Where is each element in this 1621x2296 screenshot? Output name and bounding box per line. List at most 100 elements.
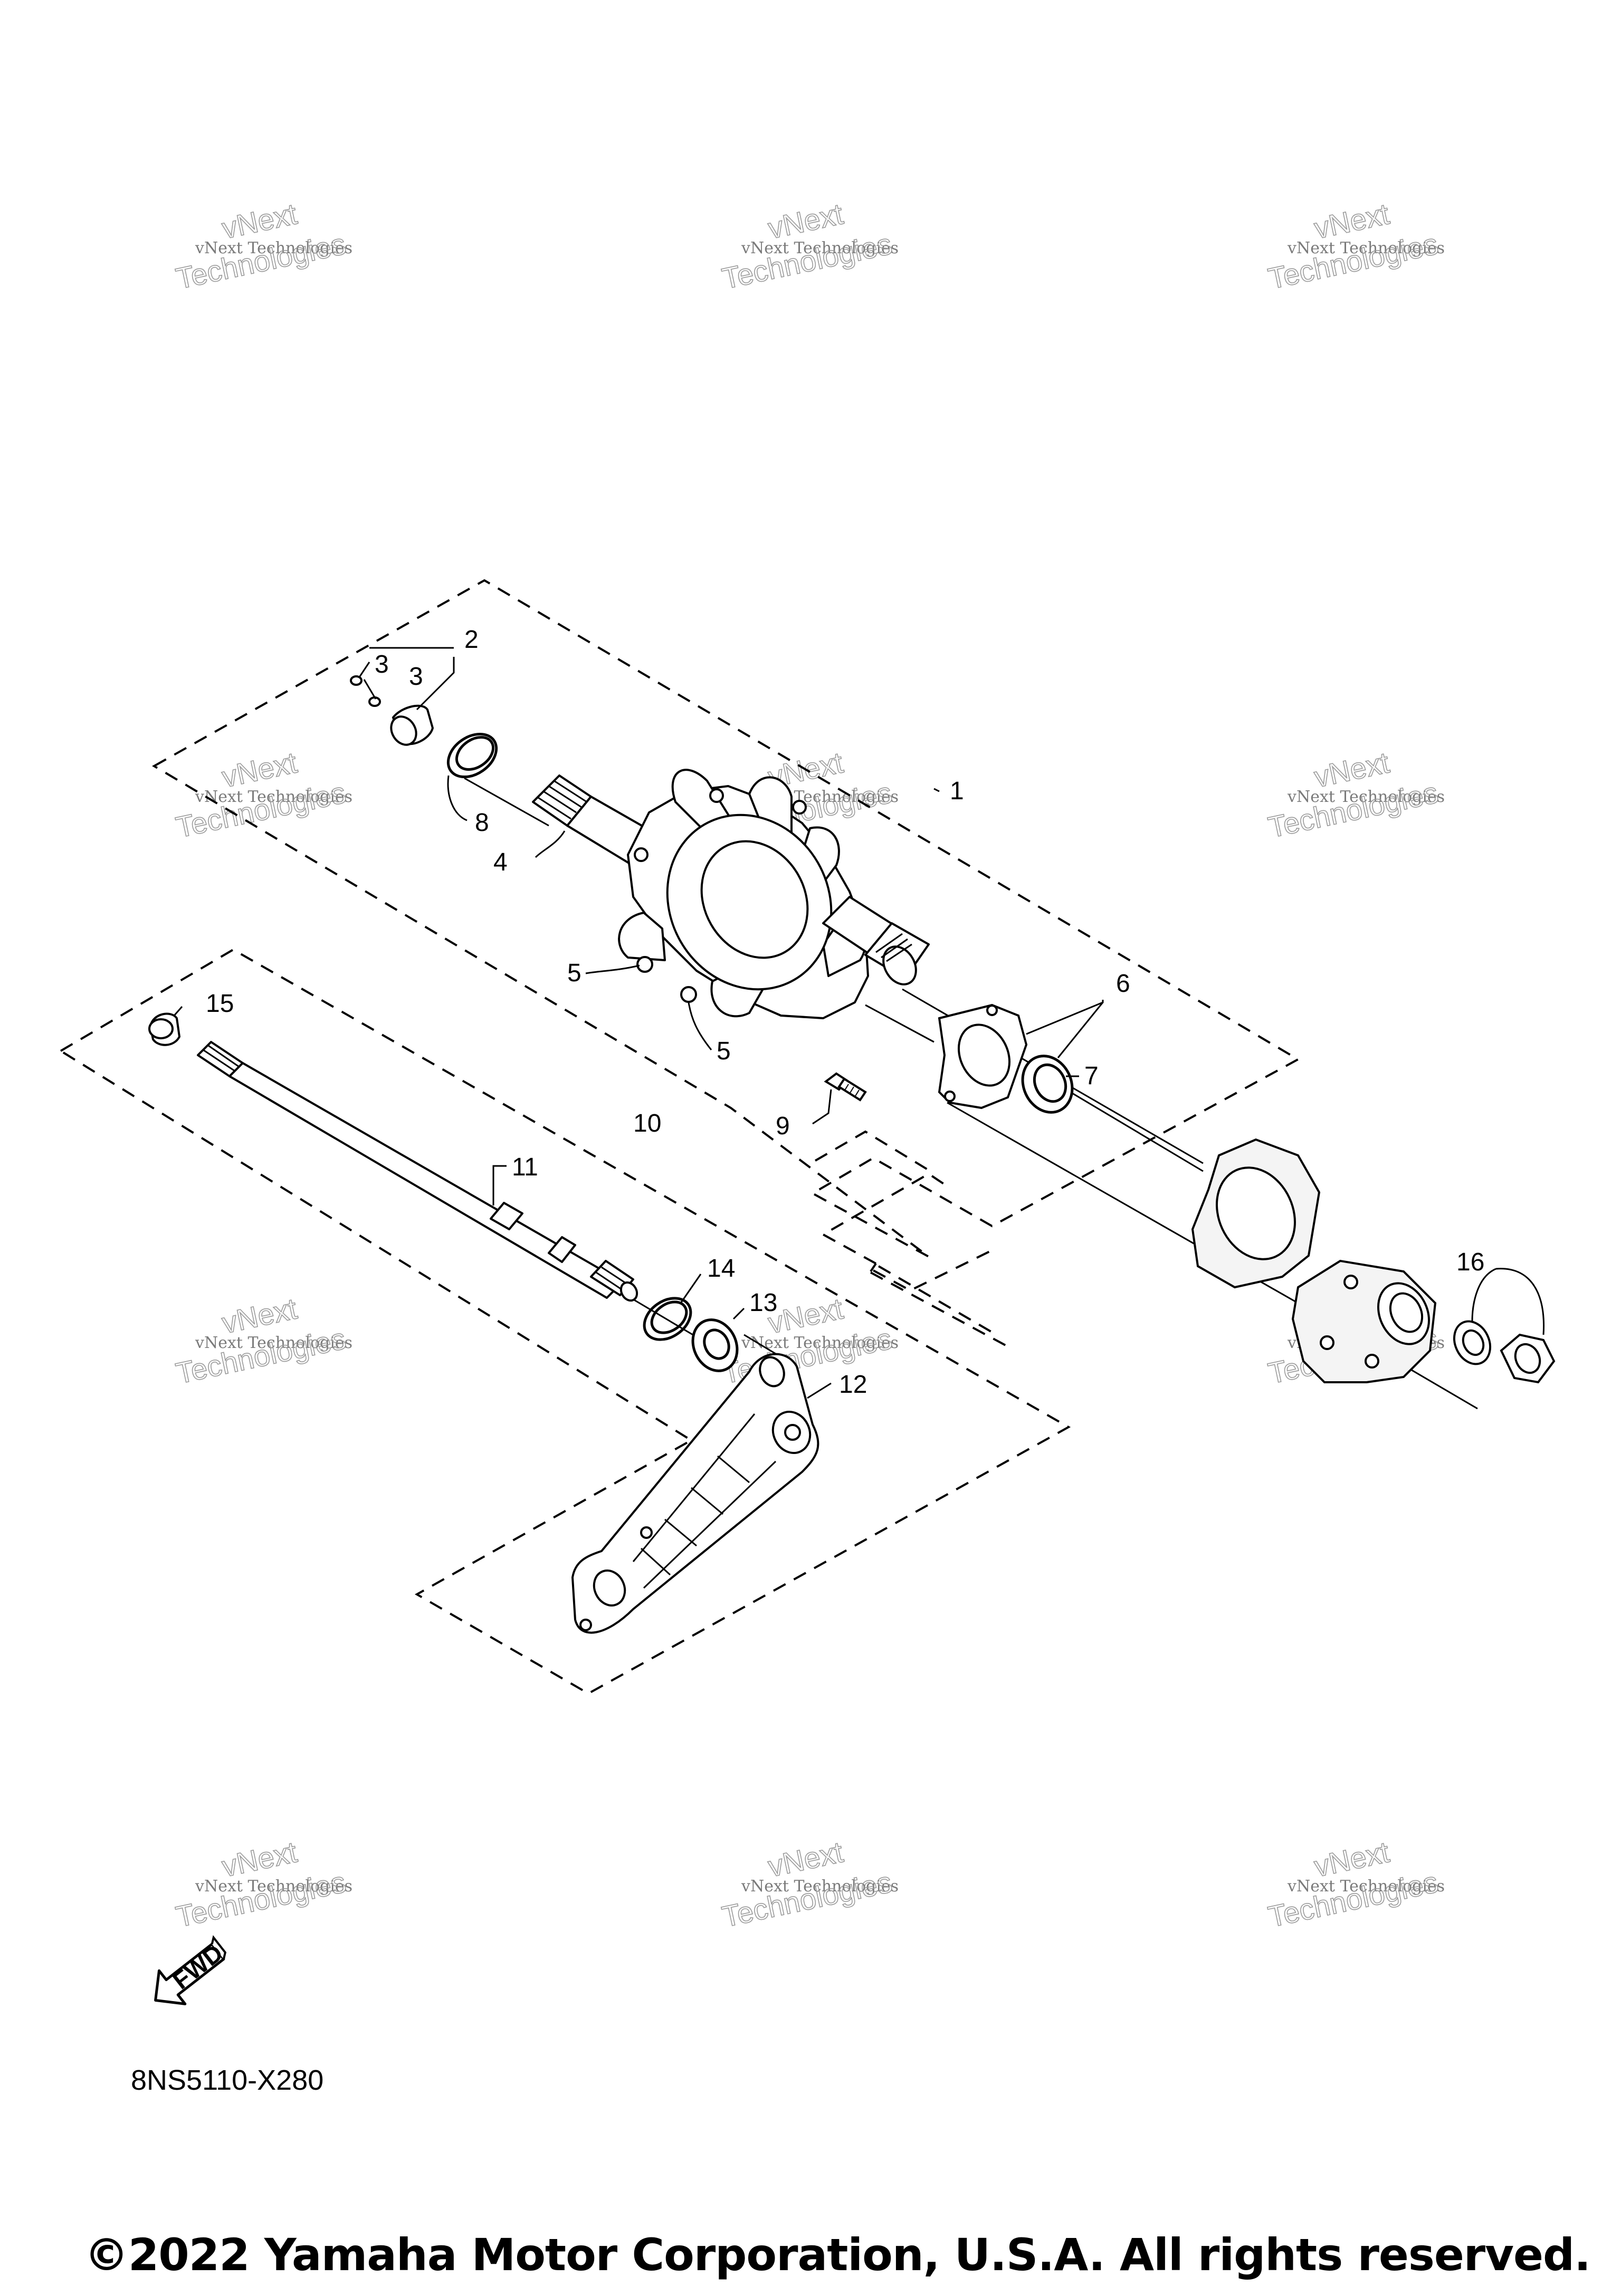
callout-1: 1 <box>950 777 964 805</box>
housing-outlet-inner <box>1389 1292 1424 1333</box>
callout-5: 5 <box>717 1037 731 1065</box>
shaft-collar <box>548 1236 576 1263</box>
ring-outer <box>643 1297 692 1341</box>
leader-5a <box>585 964 640 974</box>
callout-8: 8 <box>475 809 489 837</box>
callout-12: 12 <box>839 1371 867 1399</box>
bolt-5 <box>636 956 653 973</box>
callout-13: 13 <box>749 1289 777 1317</box>
leader-6 <box>1026 1000 1104 1058</box>
watermark: vNext Technologies vNext Technologies <box>1265 1834 1445 1934</box>
watermark: vNext Technologies vNext Technologies <box>1265 745 1445 844</box>
callout-10: 10 <box>633 1109 661 1137</box>
leader-12 <box>807 1382 832 1399</box>
housing-plate-hole <box>1216 1166 1296 1260</box>
leader-13 <box>732 1307 745 1320</box>
ring-outer <box>446 732 498 779</box>
watermark: vNext Technologies vNext Technologies <box>173 1834 352 1934</box>
watermark-text: vNext <box>1311 1835 1393 1883</box>
group-outlines <box>59 579 1301 1695</box>
part-ring-14 <box>643 1297 692 1341</box>
watermark: vNext Technologies vNext Technologies <box>1265 196 1445 295</box>
watermark: vNext Technologies vNext Technologies <box>173 196 352 295</box>
part-impeller-1 <box>532 769 930 1019</box>
callout-11: 11 <box>512 1153 538 1181</box>
leader-lines <box>173 647 1545 1399</box>
part-ring-8 <box>446 732 498 779</box>
watermark-text: vNext <box>219 197 300 245</box>
impeller-blade <box>671 769 735 829</box>
leader-3 <box>358 662 377 700</box>
watermark: vNext Technologies vNext Technologies <box>719 1291 899 1390</box>
watermark: vNext Technologies vNext Technologies <box>173 1291 352 1390</box>
watermark: vNext Technologies vNext Technologies <box>719 1834 899 1934</box>
ring-inner <box>455 736 495 771</box>
callout-7: 7 <box>1084 1062 1099 1090</box>
bracket-bolt-hole <box>579 1619 592 1631</box>
impeller-blade <box>618 912 666 961</box>
watermark-text: vNext <box>1311 745 1393 793</box>
watermark-text: vNext Technologies <box>195 239 352 257</box>
cap-face <box>390 715 417 746</box>
axis-line <box>1052 1080 1204 1172</box>
diagram-code: 8NS5110-X280 <box>131 2064 324 2096</box>
leader-11 <box>492 1165 507 1206</box>
leader-9 <box>812 1089 832 1125</box>
callout-16: 16 <box>1456 1248 1484 1276</box>
watermark-text: vNext Technologies <box>741 1877 899 1896</box>
watermark-text: vNext Technologies <box>1287 1877 1445 1896</box>
part-shaft-11 <box>197 1041 638 1302</box>
watermark-text: vNext <box>1311 197 1393 245</box>
impeller-blade <box>748 776 793 840</box>
watermark-text: vNext <box>765 1835 846 1883</box>
bolt-5 <box>634 847 649 862</box>
hub-ring-inner <box>700 840 809 959</box>
cap-face <box>148 1018 174 1039</box>
bracket-body <box>571 1353 819 1634</box>
leader-2 <box>369 647 455 711</box>
part-housing-16 <box>1191 1138 1556 1384</box>
watermark-text: vNext <box>219 1835 300 1883</box>
leader-1 <box>933 788 940 792</box>
callout-4: 4 <box>493 848 508 876</box>
watermark-text: vNext Technologies <box>1287 788 1445 806</box>
bracket-top-hole <box>759 1356 785 1388</box>
callouts: 1 2 3 3 4 5 5 6 7 8 9 10 11 12 13 14 15 … <box>206 626 1484 1399</box>
axis-line <box>865 1004 935 1043</box>
shaft-rear-end <box>882 945 917 986</box>
bearing-inner <box>703 1328 730 1360</box>
callout-6: 6 <box>1116 970 1130 998</box>
watermark-text: vNext Technologies <box>1287 239 1445 257</box>
part-plate-6 <box>938 1003 1028 1109</box>
bracket-lower-hole <box>593 1569 626 1607</box>
group-outline-plate <box>814 1130 998 1292</box>
part-ring-7 <box>1021 1055 1074 1114</box>
part-bearing-13 <box>691 1318 739 1372</box>
callout-5: 5 <box>567 959 581 987</box>
housing-bolt <box>1320 1335 1334 1350</box>
housing-bolt <box>1343 1275 1358 1289</box>
fwd-arrow-shadow <box>211 1935 227 1959</box>
watermark-text: vNext <box>219 1292 300 1340</box>
watermark-text: vNext Technologies <box>741 239 899 257</box>
part-cap-2 <box>350 675 434 746</box>
ring-inner <box>650 1300 688 1334</box>
shaft-body <box>228 1062 624 1299</box>
bolt-5 <box>680 986 697 1003</box>
bracket-bolt-hole <box>640 1526 653 1539</box>
copyright-notice: ©2022 Yamaha Motor Corporation, U.S.A. A… <box>84 2229 1591 2281</box>
callout-3: 3 <box>375 650 389 678</box>
leader-4 <box>535 830 566 858</box>
watermark-text: vNext Technologies <box>195 1877 352 1896</box>
washer-16-inner <box>1462 1329 1485 1356</box>
callout-2: 2 <box>464 626 479 654</box>
plate-bolt-hole <box>986 1004 998 1016</box>
callout-14: 14 <box>707 1255 735 1283</box>
fwd-arrow: FWD <box>154 1935 228 2005</box>
callout-15: 15 <box>206 990 234 1018</box>
shaft-collar <box>490 1202 523 1230</box>
axis-line <box>630 1297 702 1341</box>
watermark-text: vNext Technologies <box>195 1334 352 1352</box>
group-outline-housing-link <box>870 1265 1011 1349</box>
